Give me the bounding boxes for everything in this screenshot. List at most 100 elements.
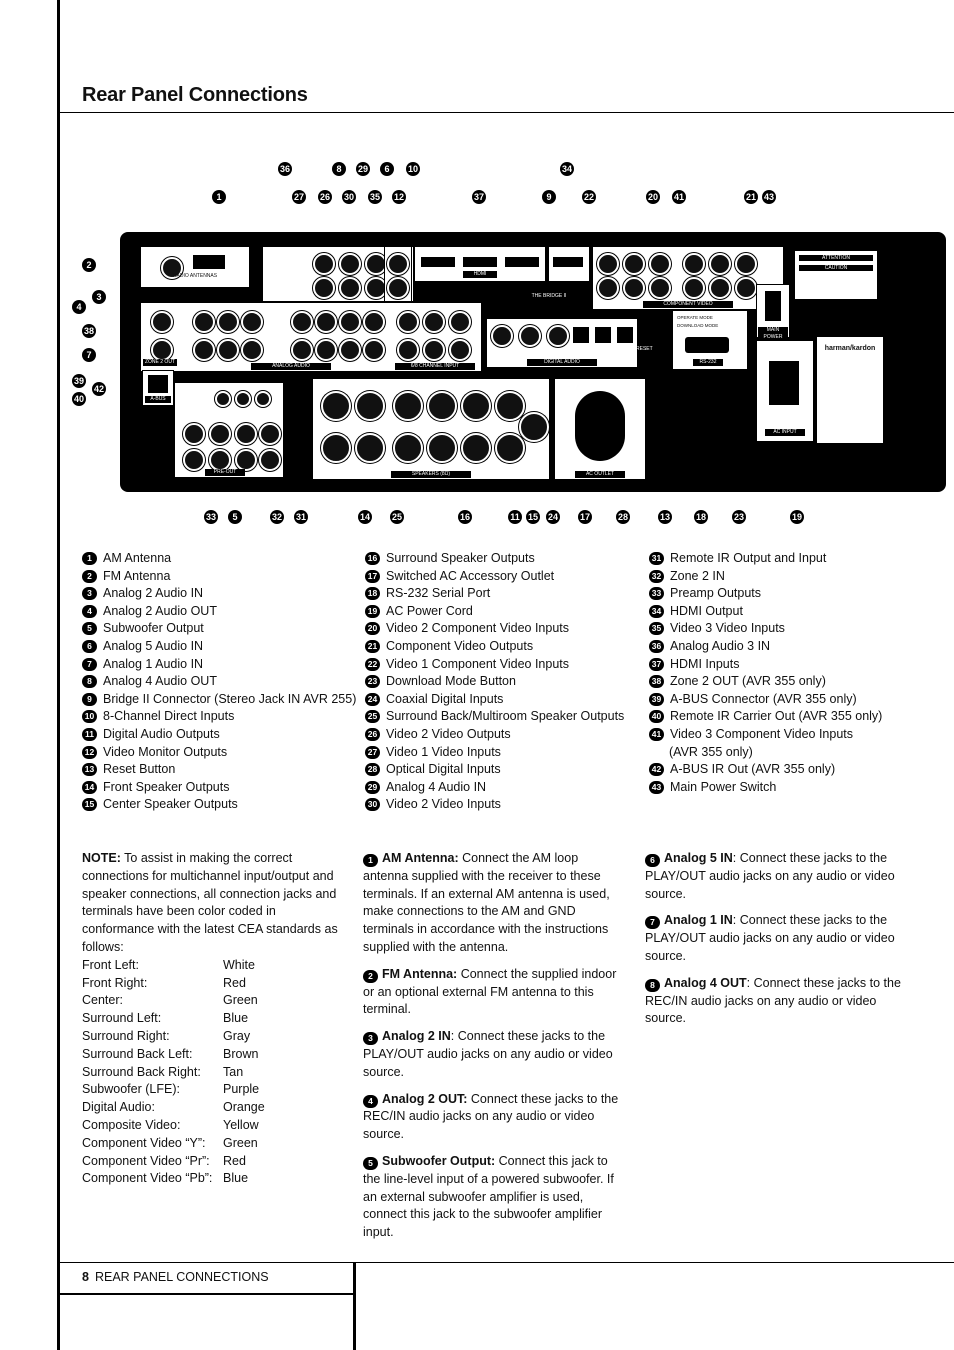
- main-power-panel: MAIN POWER: [756, 284, 790, 341]
- color-code-color: Gray: [223, 1028, 251, 1043]
- download-mode-label: DOWNLOAD MODE: [677, 323, 719, 328]
- component-video2-pr-jack: [649, 277, 671, 299]
- main-power-switch: [765, 291, 781, 321]
- operate-mode-label: OPERATE MODE: [677, 315, 713, 320]
- color-code-color: Orange: [223, 1100, 265, 1115]
- description-text: Connect these jacks to the REC/IN audio …: [363, 1091, 619, 1142]
- callout-number: 11: [82, 727, 97, 741]
- legend-label: HDMI Inputs: [670, 656, 740, 671]
- legend-label: Front Speaker Outputs: [103, 779, 230, 794]
- callout-number: 34: [649, 604, 664, 618]
- color-code-row: Center:Green: [82, 992, 338, 1010]
- diagram-callout-29: 29: [356, 162, 370, 176]
- legend-label: Analog 5 Audio IN: [103, 638, 204, 653]
- callout-number: 25: [365, 710, 380, 724]
- callout-number: 21: [365, 639, 380, 653]
- color-code-row: Component Video “Y”:Green: [82, 1135, 338, 1153]
- callout-number: 7: [645, 916, 660, 930]
- optical-in-2-port: [617, 327, 633, 343]
- color-code-row: Component Video “Pb”:Blue: [82, 1170, 338, 1188]
- preout-sr-jack: [209, 423, 231, 445]
- center-terminal: [519, 412, 549, 442]
- description-text: : Connect these jacks to the PLAY/OUT au…: [645, 913, 895, 963]
- color-code-color: Green: [223, 1135, 258, 1150]
- fm-antenna-jack: [161, 257, 183, 279]
- callout-number: 1: [363, 854, 378, 867]
- warning-label-panel: ATTENTION CAUTION: [794, 250, 878, 300]
- component-video3-pr-jack: [735, 253, 757, 275]
- callout-number: 27: [365, 745, 380, 759]
- color-code-channel: Front Right:: [82, 975, 148, 990]
- monitor-out-lower-jack: [387, 277, 409, 299]
- footer-rule: [57, 1262, 954, 1263]
- callout-number: 3: [363, 1032, 378, 1046]
- coax-in-1-jack: [519, 325, 541, 347]
- legend-label: Video 1 Video Inputs: [386, 744, 501, 759]
- footer-section-label: REAR PANEL CONNECTIONS: [94, 1270, 269, 1284]
- color-code-channel: Subwoofer (LFE):: [82, 1082, 180, 1097]
- note-text: To assist in making the correct connecti…: [82, 851, 338, 954]
- legend-label: Reset Button: [103, 762, 176, 777]
- color-code-color: Brown: [223, 1046, 259, 1061]
- callout-number: 3: [82, 587, 97, 601]
- legend-label: FM Antenna: [103, 568, 171, 583]
- legend-label: Preamp Outputs: [670, 586, 762, 601]
- diagram-callout-10: 10: [406, 162, 420, 176]
- legend-label: Zone 2 OUT (AVR 355 only): [670, 674, 826, 689]
- speakers-label: SPEAKERS (8Ω): [391, 471, 471, 478]
- analog1-in-left-jack: [193, 311, 215, 333]
- legend-label: AM Antenna: [103, 551, 172, 565]
- preout-panel: PRE-OUT: [174, 382, 284, 478]
- preout-label: PRE-OUT: [205, 469, 245, 476]
- radio-antenna-panel: RADIO ANTENNAS: [140, 246, 250, 288]
- legend-label: Analog 4 Audio IN: [386, 779, 487, 794]
- zone2-out-left-jack: [151, 311, 173, 333]
- preout-sbl-jack: [259, 449, 281, 471]
- ac-outlet-panel: AC OUTLET: [554, 378, 646, 480]
- component-out-pr-jack: [735, 277, 757, 299]
- front-left-plus-terminal: [355, 391, 385, 421]
- hdmi-label: HDMI: [463, 271, 497, 278]
- title-rule: [57, 112, 954, 113]
- color-code-color: Green: [223, 993, 258, 1008]
- legend-label: RS-232 Serial Port: [386, 586, 491, 601]
- diagram-callout-24: 24: [546, 510, 560, 524]
- legend-label: Analog Audio 3 IN: [670, 638, 771, 653]
- abus-label: A-BUS: [145, 396, 171, 403]
- preout-center-jack: [235, 423, 257, 445]
- video2-out-lower-jack: [339, 277, 361, 299]
- callout-number: 35: [649, 622, 664, 636]
- preout-sbr-jack: [259, 423, 281, 445]
- color-code-row: Surround Back Left:Brown: [82, 1046, 338, 1064]
- component-out-y-jack: [683, 277, 705, 299]
- callout-number: 23: [365, 675, 380, 689]
- diagram-callout-18: 18: [694, 510, 708, 524]
- digital-audio-panel: DIGITAL AUDIO: [486, 318, 638, 368]
- color-code-color: Blue: [223, 1011, 249, 1026]
- analog2-in-left-jack: [241, 311, 263, 333]
- callout-number: 43: [649, 780, 664, 794]
- callout-number: 40: [649, 710, 664, 724]
- analog3-in-right-jack: [291, 339, 313, 361]
- rs232-panel: OPERATE MODE DOWNLOAD MODE RS-232: [672, 310, 748, 370]
- color-code-color: Yellow: [223, 1117, 259, 1132]
- callout-number: 38: [649, 675, 664, 689]
- legend-label: Subwoofer Output: [103, 621, 204, 636]
- component-video-label: COMPONENT VIDEO: [643, 301, 733, 308]
- color-code-channel: Component Video “Pb”:: [82, 1171, 213, 1186]
- color-code-channel: Surround Back Right:: [82, 1064, 201, 1079]
